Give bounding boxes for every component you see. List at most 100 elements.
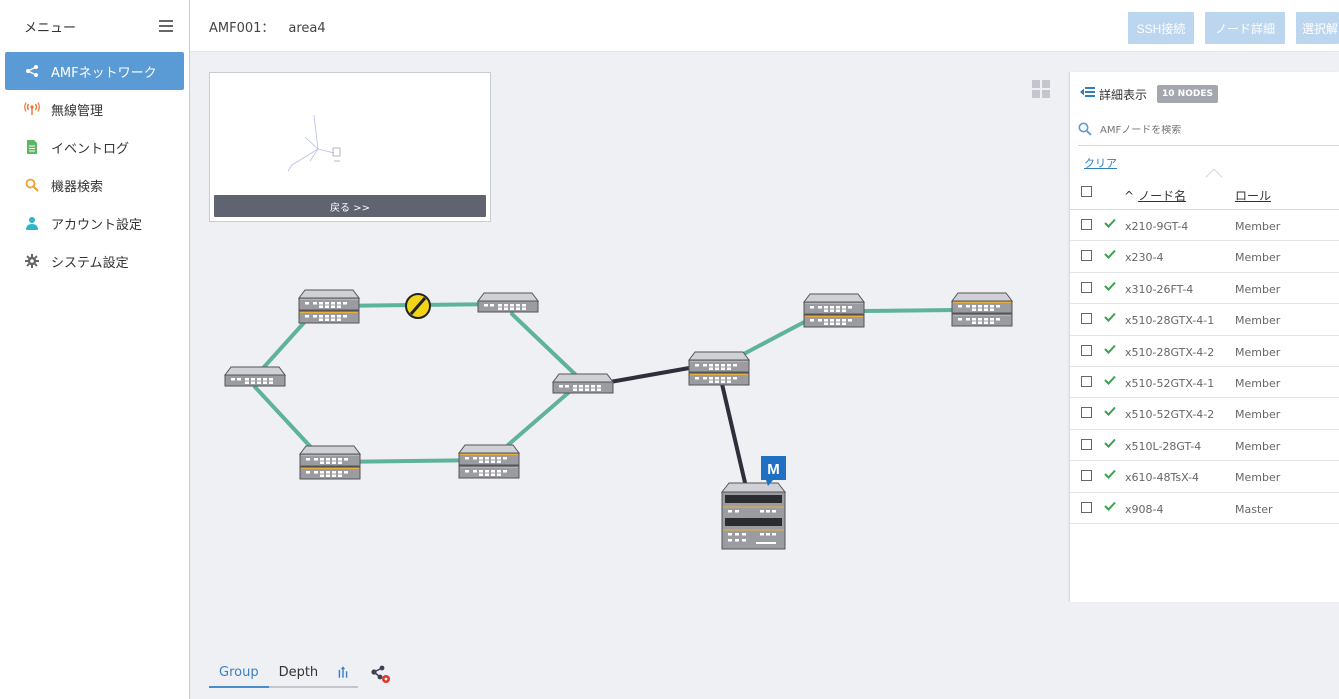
topology-canvas: M xyxy=(224,289,1013,550)
minimap-back-button[interactable]: 戻る >> xyxy=(214,195,486,217)
detail-panel-title: 詳細表示 xyxy=(1099,87,1148,102)
switch-node-icon[interactable] xyxy=(552,373,614,394)
area-label: AMF001： xyxy=(209,21,275,36)
hamburger-menu-icon[interactable] xyxy=(159,20,173,32)
check-icon xyxy=(1104,501,1116,514)
minimap[interactable]: 戻る >> xyxy=(209,72,491,222)
row-checkbox[interactable] xyxy=(1081,407,1092,419)
ssh-connect-button[interactable]: SSH接続 xyxy=(1128,12,1194,44)
row-checkbox[interactable] xyxy=(1081,313,1092,325)
sidebar-item-label: 機器検索 xyxy=(51,179,104,195)
node-name: x510-52GTX-4-1 xyxy=(1125,376,1215,390)
tab-depth[interactable]: Depth xyxy=(268,658,329,688)
node-count-badge: 10 NODES xyxy=(1157,85,1218,103)
column-header-role[interactable]: ロール xyxy=(1235,189,1272,203)
trunk-link-line[interactable] xyxy=(720,382,748,489)
switch-node-icon[interactable] xyxy=(458,444,520,479)
grid-view-icon[interactable] xyxy=(1032,80,1050,98)
row-checkbox[interactable] xyxy=(1081,250,1092,262)
column-header-node-name[interactable]: ^ノード名 xyxy=(1124,187,1186,204)
minimap-preview xyxy=(287,114,341,172)
sidebar-item-device-search[interactable]: 機器検索 xyxy=(5,166,184,204)
network-map: M 戻る >> Group Depth xyxy=(190,52,1339,699)
link-line[interactable] xyxy=(506,385,577,447)
table-row[interactable]: x908-4 Master xyxy=(1070,493,1339,524)
column-header-node-name-label: ノード名 xyxy=(1138,189,1187,203)
sidebar-item-label: イベントログ xyxy=(51,141,130,157)
check-icon xyxy=(1104,438,1116,451)
row-checkbox[interactable] xyxy=(1081,438,1092,450)
clear-link[interactable]: クリア xyxy=(1084,157,1117,170)
collapse-panel-icon[interactable] xyxy=(1080,86,1095,102)
row-checkbox[interactable] xyxy=(1081,219,1092,230)
sidebar: メニュー AMFネットワーク 無線管理 イベントログ 機器検索 アカウント設定 xyxy=(0,0,190,699)
trunk-link-line[interactable] xyxy=(608,365,697,384)
switch-node-icon[interactable] xyxy=(224,366,286,387)
table-row[interactable]: x510-52GTX-4-1 Member xyxy=(1070,367,1339,399)
node-role: Member xyxy=(1235,439,1281,453)
table-row[interactable]: x310-26FT-4 Member xyxy=(1070,273,1339,305)
sidebar-item-wireless[interactable]: 無線管理 xyxy=(5,90,184,128)
switch-node-icon[interactable] xyxy=(299,445,361,480)
sidebar-item-amf-network[interactable]: AMFネットワーク xyxy=(5,52,184,90)
sidebar-item-label: AMFネットワーク xyxy=(51,65,157,81)
check-icon xyxy=(1104,344,1116,357)
node-name: x908-4 xyxy=(1125,502,1164,516)
sidebar-item-system-settings[interactable]: システム設定 xyxy=(5,242,184,280)
blocked-link-icon[interactable] xyxy=(405,293,431,319)
node-role: Member xyxy=(1235,408,1281,422)
check-icon xyxy=(1104,406,1116,419)
switch-node-icon[interactable] xyxy=(298,289,360,324)
layout-sort-icon[interactable] xyxy=(328,658,359,688)
link-line[interactable] xyxy=(860,308,957,313)
select-all-checkbox[interactable] xyxy=(1081,186,1092,197)
node-role: Member xyxy=(1235,376,1281,390)
detail-panel-header: 詳細表示 10 NODES xyxy=(1070,72,1339,116)
row-checkbox[interactable] xyxy=(1081,470,1092,482)
node-detail-button[interactable]: ノード詳細 xyxy=(1205,12,1285,44)
switch-node-icon[interactable] xyxy=(688,351,750,386)
selection-release-button[interactable]: 選択解 xyxy=(1296,12,1339,44)
row-checkbox[interactable] xyxy=(1081,281,1092,293)
sidebar-item-account-settings[interactable]: アカウント設定 xyxy=(5,204,184,242)
row-checkbox[interactable] xyxy=(1081,501,1092,513)
node-search-input[interactable] xyxy=(1100,125,1320,136)
node-role: Member xyxy=(1235,471,1281,485)
master-badge-text: M xyxy=(767,461,780,478)
switch-node-icon[interactable] xyxy=(951,292,1013,327)
node-role: Master xyxy=(1235,502,1273,516)
node-role: Member xyxy=(1235,314,1281,328)
row-checkbox[interactable] xyxy=(1081,375,1092,387)
node-role: Member xyxy=(1235,282,1281,296)
node-name: x310-26FT-4 xyxy=(1125,282,1194,296)
detail-panel: 詳細表示 10 NODES クリア ^ノード名 ロール x210-9GT-4Me… xyxy=(1069,72,1339,602)
row-checkbox[interactable] xyxy=(1081,344,1092,356)
node-name: x230-4 xyxy=(1125,251,1164,265)
link-line[interactable] xyxy=(736,318,810,359)
link-line[interactable] xyxy=(510,312,580,379)
sidebar-item-label: アカウント設定 xyxy=(51,217,143,233)
link-line[interactable] xyxy=(253,385,322,459)
sidebar-item-event-log[interactable]: イベントログ xyxy=(5,128,184,166)
document-icon xyxy=(23,138,41,156)
breadcrumb: AMF001： area4 xyxy=(209,17,326,36)
sidebar-title: メニュー xyxy=(24,20,77,36)
network-settings-icon[interactable] xyxy=(370,664,392,686)
node-role: Member xyxy=(1235,220,1281,233)
tab-group[interactable]: Group xyxy=(209,658,269,688)
switch-node-icon[interactable] xyxy=(803,293,865,328)
master-badge-icon: M xyxy=(761,456,786,486)
check-icon xyxy=(1104,249,1116,262)
node-name: x510-28GTX-4-2 xyxy=(1125,345,1215,359)
switch-node-icon[interactable] xyxy=(477,292,539,313)
master-chassis-node-icon[interactable] xyxy=(720,482,787,550)
sort-indicator: ^ xyxy=(1124,189,1135,203)
area-name: area4 xyxy=(288,21,326,36)
